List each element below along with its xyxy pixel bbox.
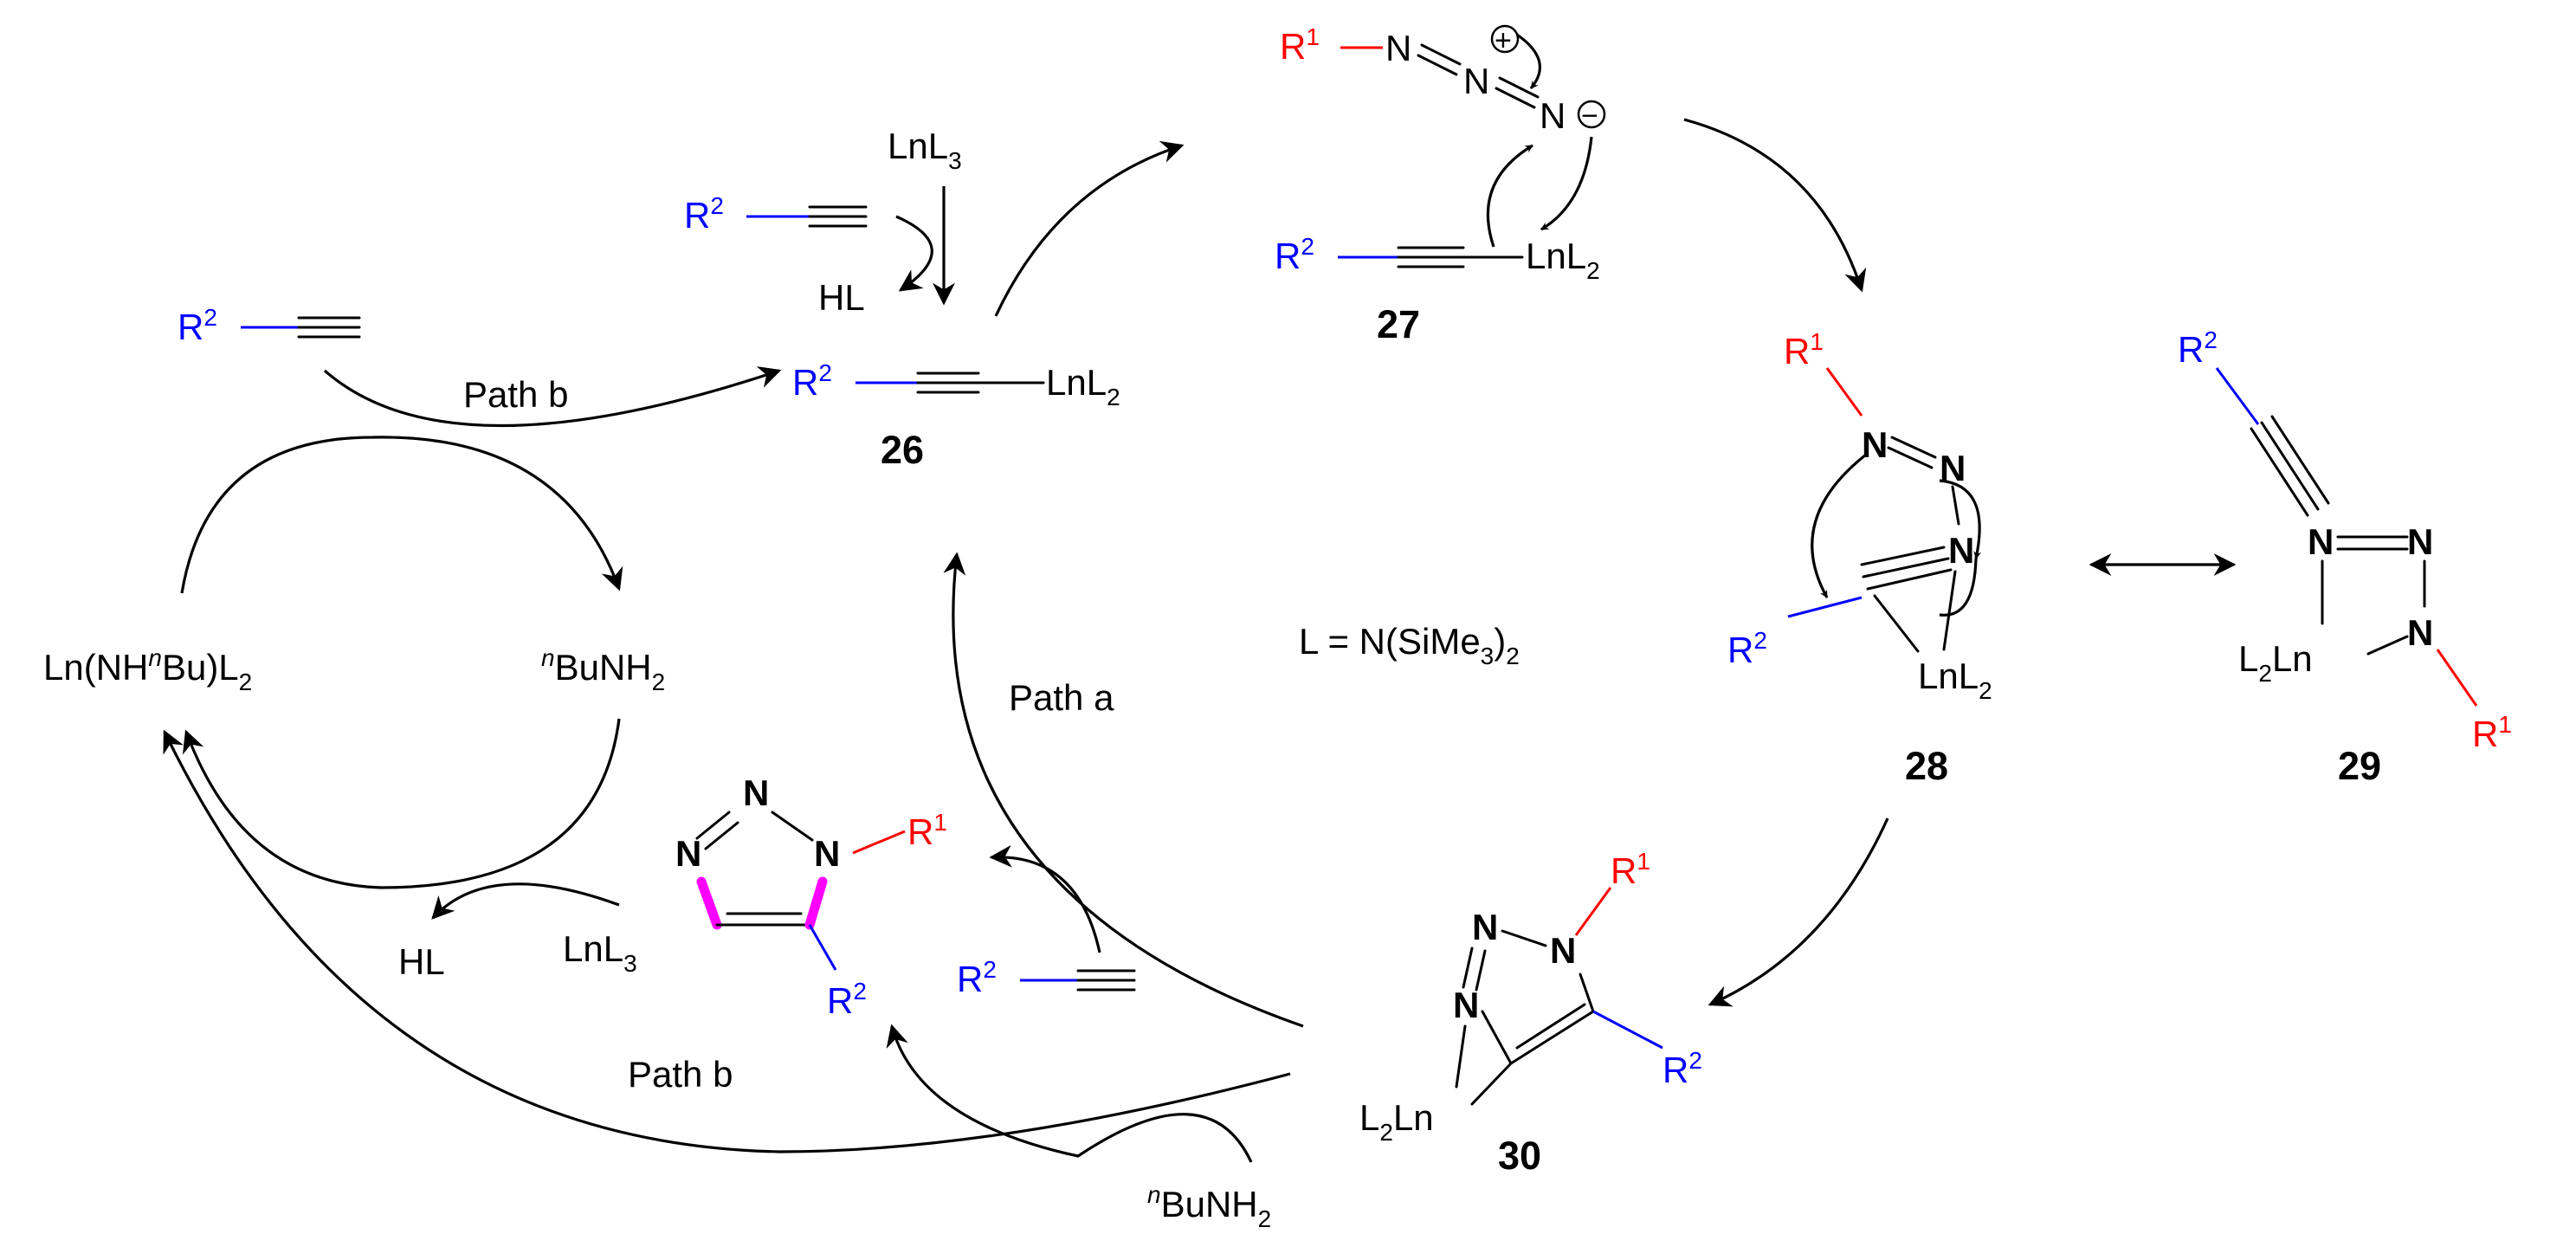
ln-amide-label: Ln(NHnBu)L2 (43, 644, 252, 695)
svg-text:N: N (1463, 61, 1489, 101)
arrow-26-to-27 (994, 140, 1185, 317)
r2-label: R2 (178, 304, 217, 347)
l2ln-label: L2Ln (2238, 638, 2313, 687)
compound-30: N N N R1 R2 L2Ln 30 (1359, 848, 1702, 1178)
compound-label-30: 30 (1498, 1134, 1541, 1178)
compound-label-28: 28 (1905, 744, 1948, 788)
compound-label-26: 26 (881, 428, 924, 472)
r1-label: R1 (1280, 23, 1320, 67)
compound-28: R1 N N N R2 LnL2 28 (1727, 328, 1992, 788)
arrow-path-b-lower (163, 729, 1291, 1153)
r2-label: R2 (827, 978, 867, 1021)
r2-label: R2 (957, 956, 997, 999)
arrow-inner-cycle-bottom (182, 718, 621, 889)
side-arrows (431, 186, 2237, 1163)
hl-label-bottom: HL (398, 941, 445, 982)
plus-charge (1490, 24, 1520, 54)
svg-text:N: N (743, 772, 769, 813)
lnl2-label: LnL2 (1526, 236, 1600, 284)
path-b-label-bottom: Path b (628, 1054, 733, 1095)
r2-label: R2 (1275, 233, 1314, 276)
svg-text:N: N (2407, 521, 2433, 562)
path-b-label-top: Path b (463, 374, 568, 415)
compound-27: R1 N N N + − R2 LnL2 27 (1275, 23, 1606, 346)
compound-label-27: 27 (1377, 302, 1420, 346)
hl-label-top: HL (818, 277, 865, 318)
svg-text:N: N (814, 833, 840, 874)
compound-29: R2 N N N L2Ln R1 29 (2178, 326, 2512, 788)
lnl2-label: LnL2 (1918, 656, 1992, 704)
svg-text:N: N (1472, 907, 1498, 947)
arrow-27-to-28 (1683, 118, 1867, 293)
lnl3-label-top: LnL3 (888, 126, 962, 174)
arrow-product-release (886, 1024, 1253, 1163)
nbunh2-label-cycle: nBuNH2 (541, 644, 665, 695)
ligand-definition: L = N(SiMe3)2 (1299, 621, 1520, 669)
l2ln-label: L2Ln (1359, 1097, 1434, 1146)
svg-text:N: N (1862, 424, 1888, 465)
svg-text:N: N (675, 833, 701, 874)
arrow-hl-release-bottom (431, 882, 620, 920)
svg-text:N: N (1540, 95, 1566, 136)
arrow-path-a (943, 552, 1304, 1028)
minus-charge (1577, 100, 1606, 129)
r2-label: R2 (2178, 326, 2218, 370)
alkyne-bottom: R2 (957, 956, 1136, 999)
lnl2-label: LnL2 (1046, 362, 1120, 410)
compound-label-29: 29 (2338, 744, 2381, 788)
r1-label: R1 (1611, 848, 1650, 891)
main-arrows (163, 118, 1889, 1153)
arrow-inner-cycle-top (180, 436, 623, 594)
r2-label: R2 (792, 359, 832, 403)
svg-text:+: + (1495, 24, 1512, 57)
r2-label: R2 (684, 192, 724, 236)
arrow-hl-release-top (895, 215, 933, 292)
arrow-alkyne-in (989, 844, 1101, 953)
r2-label: R2 (1727, 627, 1767, 670)
svg-text:N: N (1385, 28, 1411, 68)
path-a-label: Path a (1009, 677, 1114, 718)
lnl3-label-bottom: LnL3 (563, 928, 637, 977)
svg-text:N: N (1453, 985, 1479, 1025)
arrow-28-to-30 (1708, 817, 1889, 1007)
r1-label: R1 (907, 809, 947, 852)
r1-label: R1 (1784, 328, 1824, 372)
alkyne-left: R2 (178, 304, 361, 347)
svg-text:N: N (2308, 521, 2334, 562)
r2-sup: 2 (203, 304, 217, 331)
r1-label: R1 (2472, 711, 2512, 754)
r2-label: R2 (1662, 1047, 1702, 1090)
svg-text:N: N (1550, 930, 1576, 971)
svg-text:−: − (1581, 100, 1598, 132)
nbunh2-label-bottom: nBuNH2 (1147, 1181, 1271, 1232)
svg-text:N: N (1948, 530, 1974, 571)
svg-text:N: N (2407, 612, 2433, 653)
product-triazole: N N N R1 R2 (675, 772, 947, 1021)
reagents-top: LnL3 R2 HL (684, 126, 962, 318)
compound-26: R2 LnL2 26 (792, 359, 1120, 472)
arrow-path-b-upper (323, 366, 782, 428)
